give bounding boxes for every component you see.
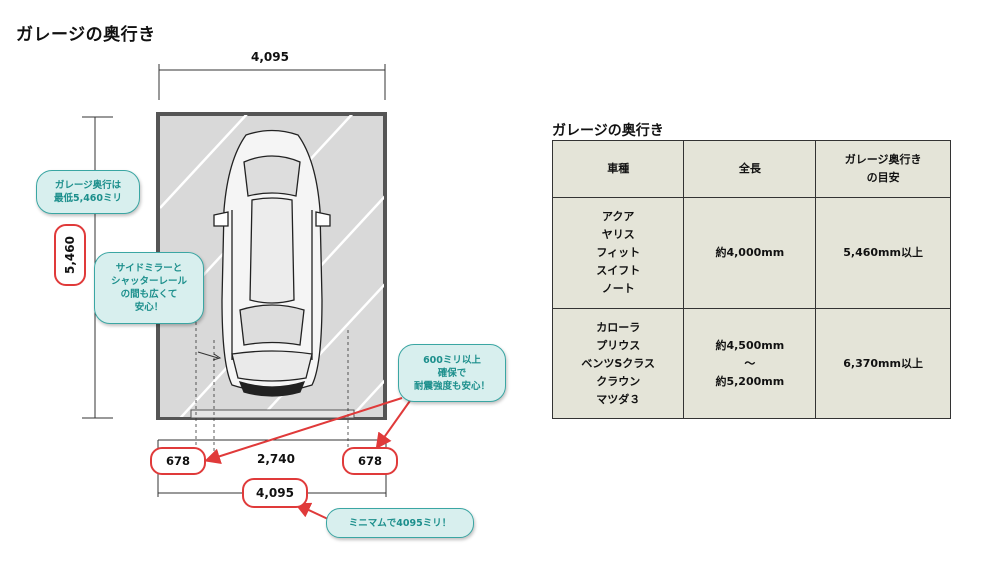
- car-top-view: [213, 129, 331, 397]
- left-gap-label: 678: [150, 447, 206, 475]
- mirror-clearance-guides: [195, 322, 349, 452]
- red-arrows: [204, 397, 413, 521]
- minimum-callout: ミニマムで4095ミリ！: [326, 508, 474, 538]
- middle-span-label: 2,740: [257, 452, 295, 466]
- table-title: ガレージの奥行き: [552, 123, 664, 139]
- side-clearance-callout: 600ミリ以上 確保で 耐震強度も安心！: [398, 344, 506, 402]
- header-length: 全長: [683, 140, 817, 198]
- header-car-type: 車種: [551, 140, 685, 198]
- depth-highlight-box: 5,460: [54, 224, 86, 286]
- top-width-label: 4,095: [251, 50, 289, 64]
- table-header-row: 車種 全長 ガレージ奥行き の目安: [551, 140, 951, 198]
- top-dimension-line: [158, 64, 386, 100]
- row1-depth: 5,460mm以上: [815, 197, 951, 309]
- row1-car-types: アクア ヤリス フィット スイフト ノート: [551, 197, 685, 309]
- mirror-callout: サイドミラーと シャッターレール の間も広くて 安心！: [94, 252, 204, 324]
- depth-callout: ガレージ奥行は 最低5,460ミリ: [36, 170, 140, 214]
- total-width-label: 4,095: [242, 478, 308, 508]
- row1-length: 約4,000mm: [683, 197, 817, 309]
- row2-car-types: カローラ プリウス ベンツSクラス クラウン マツダ３: [551, 308, 685, 419]
- table-row: カローラ プリウス ベンツSクラス クラウン マツダ３ 約4,500mm ～ 約…: [551, 308, 951, 419]
- page-title: ガレージの奥行き: [16, 25, 156, 45]
- row2-depth: 6,370mm以上: [815, 308, 951, 419]
- header-garage-depth: ガレージ奥行き の目安: [815, 140, 951, 198]
- garage-depth-table: 車種 全長 ガレージ奥行き の目安 アクア ヤリス フィット スイフト ノート …: [551, 140, 951, 419]
- row2-length: 約4,500mm ～ 約5,200mm: [683, 308, 817, 419]
- mirror-gap-arrow: [197, 351, 222, 361]
- left-depth-label: 5,460: [63, 236, 77, 274]
- right-gap-label: 678: [342, 447, 398, 475]
- table-row: アクア ヤリス フィット スイフト ノート 約4,000mm 5,460mm以上: [551, 197, 951, 309]
